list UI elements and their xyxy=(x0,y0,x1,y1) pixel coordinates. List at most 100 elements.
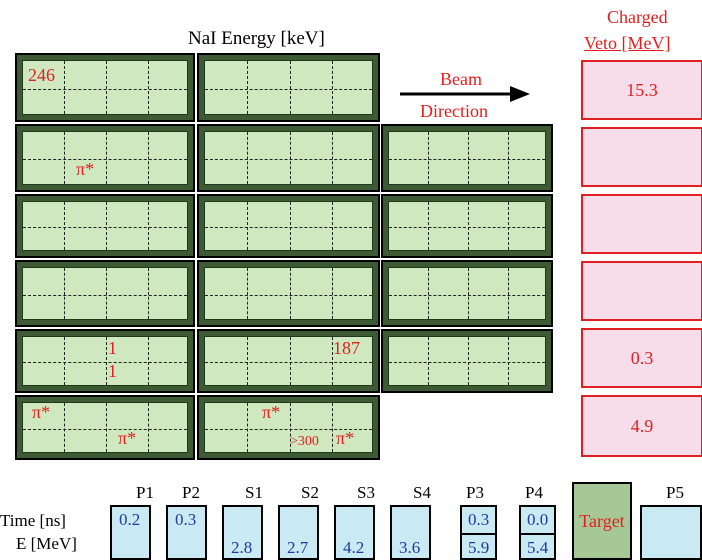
crystal-segment-line xyxy=(468,337,469,385)
crystal-face xyxy=(204,267,373,320)
crystal-segment-line xyxy=(332,61,334,114)
crystal-segment-line xyxy=(64,403,65,452)
nai-crystal xyxy=(15,395,195,460)
beam-label: Beam xyxy=(440,69,482,89)
crystal-segment-line xyxy=(389,227,545,228)
crystal-segment-line xyxy=(23,227,187,228)
crystal-segment-line xyxy=(106,403,107,452)
crystal-segment-line xyxy=(332,403,334,452)
scintillator-paddle-s3: 4.2 xyxy=(334,505,375,560)
nai-crystal xyxy=(197,260,380,327)
crystal-segment-line xyxy=(389,159,545,160)
veto-paddle: 0.3 xyxy=(581,328,702,388)
crystal-face xyxy=(22,402,188,453)
paddle-energy: 5.9 xyxy=(468,538,490,557)
nai-crystal xyxy=(15,124,195,192)
crystal-count-label: 1 xyxy=(108,361,117,381)
crystal-face xyxy=(204,131,373,185)
crystal-segment-line xyxy=(106,132,107,184)
pion-label: π* xyxy=(262,402,281,422)
crystal-segment-line xyxy=(389,362,545,363)
crystal-segment-line xyxy=(246,337,248,385)
crystal-energy-label: 187 xyxy=(333,338,360,358)
scintillator-paddle-p2: 0.3 xyxy=(166,505,207,560)
crystal-segment-line xyxy=(64,132,65,184)
crystal-face xyxy=(388,201,546,251)
crystal-face xyxy=(204,201,373,251)
crystal-face xyxy=(204,60,373,115)
crystal-segment-line xyxy=(508,337,509,385)
crystal-segment-line xyxy=(23,428,187,430)
paddle-name: P5 xyxy=(666,483,684,502)
crystal-segment-line xyxy=(428,337,429,385)
time-axis-label: Time [ns] xyxy=(0,511,66,530)
target: Target xyxy=(572,482,632,560)
crystal-segment-line xyxy=(246,202,248,250)
crystal-segment-line xyxy=(106,202,107,250)
scintillator-paddle-s2: 2.7 xyxy=(278,505,319,560)
crystal-segment-line xyxy=(64,268,65,319)
paddle-divider xyxy=(521,533,554,535)
crystal-segment-line xyxy=(205,294,372,296)
crystal-segment-line xyxy=(289,61,291,114)
crystal-energy-label: 246 xyxy=(28,65,55,85)
crystal-segment-line xyxy=(289,268,291,319)
crystal-segment-line xyxy=(106,337,107,385)
crystal-segment-line xyxy=(148,337,149,385)
nai-crystal xyxy=(197,53,380,122)
pion-label: π* xyxy=(76,159,95,179)
beam-direction-arrow xyxy=(400,84,530,104)
crystal-segment-line xyxy=(428,268,429,319)
crystal-segment-line xyxy=(289,337,291,385)
crystal-segment-line xyxy=(205,362,372,363)
beam-label: Direction xyxy=(420,101,488,121)
crystal-segment-line xyxy=(468,202,469,250)
nai-energy-title: NaI Energy [keV] xyxy=(188,28,325,49)
crystal-segment-line xyxy=(205,88,372,90)
crystal-count-label: 1 xyxy=(108,338,117,358)
crystal-segment-line xyxy=(332,202,334,250)
scintillator-paddle-s1: 2.8 xyxy=(222,505,263,560)
crystal-face xyxy=(22,336,188,386)
crystal-segment-line xyxy=(23,88,187,90)
crystal-segment-line xyxy=(148,61,149,114)
paddle-name: P3 xyxy=(466,483,484,502)
crystal-segment-line xyxy=(332,337,334,385)
crystal-face xyxy=(388,267,546,320)
crystal-segment-line xyxy=(332,268,334,319)
crystal-segment-line xyxy=(205,428,372,430)
paddle-name: P2 xyxy=(182,483,200,502)
paddle-name: S2 xyxy=(301,483,319,502)
nai-crystal xyxy=(15,329,195,393)
crystal-face xyxy=(22,131,188,185)
nai-crystal xyxy=(15,194,195,258)
veto-title: Veto [MeV] xyxy=(584,33,671,53)
paddle-energy: 4.2 xyxy=(343,538,365,557)
crystal-segment-line xyxy=(106,61,107,114)
crystal-segment-line xyxy=(148,132,149,184)
crystal-segment-line xyxy=(23,362,187,363)
paddle-name: P4 xyxy=(525,483,543,502)
paddle-energy: 5.4 xyxy=(527,538,549,557)
nai-crystal xyxy=(197,124,380,192)
crystal-segment-line xyxy=(246,61,248,114)
crystal-segment-line xyxy=(508,202,509,250)
overflow-energy-label: >300 xyxy=(290,434,319,449)
veto-paddle xyxy=(581,261,702,321)
paddle-name: P1 xyxy=(136,483,154,502)
crystal-segment-line xyxy=(428,132,429,184)
scintillator-paddle-p5 xyxy=(640,505,702,560)
crystal-segment-line xyxy=(289,403,291,452)
crystal-face xyxy=(388,336,546,386)
crystal-face xyxy=(22,267,188,320)
crystal-segment-line xyxy=(64,337,65,385)
scintillator-paddle-p4: 0.0 5.4 xyxy=(519,505,556,560)
crystal-face xyxy=(22,201,188,251)
paddle-name: S3 xyxy=(357,483,375,502)
crystal-segment-line xyxy=(468,268,469,319)
pion-label: π* xyxy=(336,428,355,448)
crystal-segment-line xyxy=(205,227,372,228)
nai-crystal xyxy=(381,194,553,258)
scintillator-paddle-s4: 3.6 xyxy=(390,505,431,560)
paddle-time: 0.3 xyxy=(468,510,490,529)
